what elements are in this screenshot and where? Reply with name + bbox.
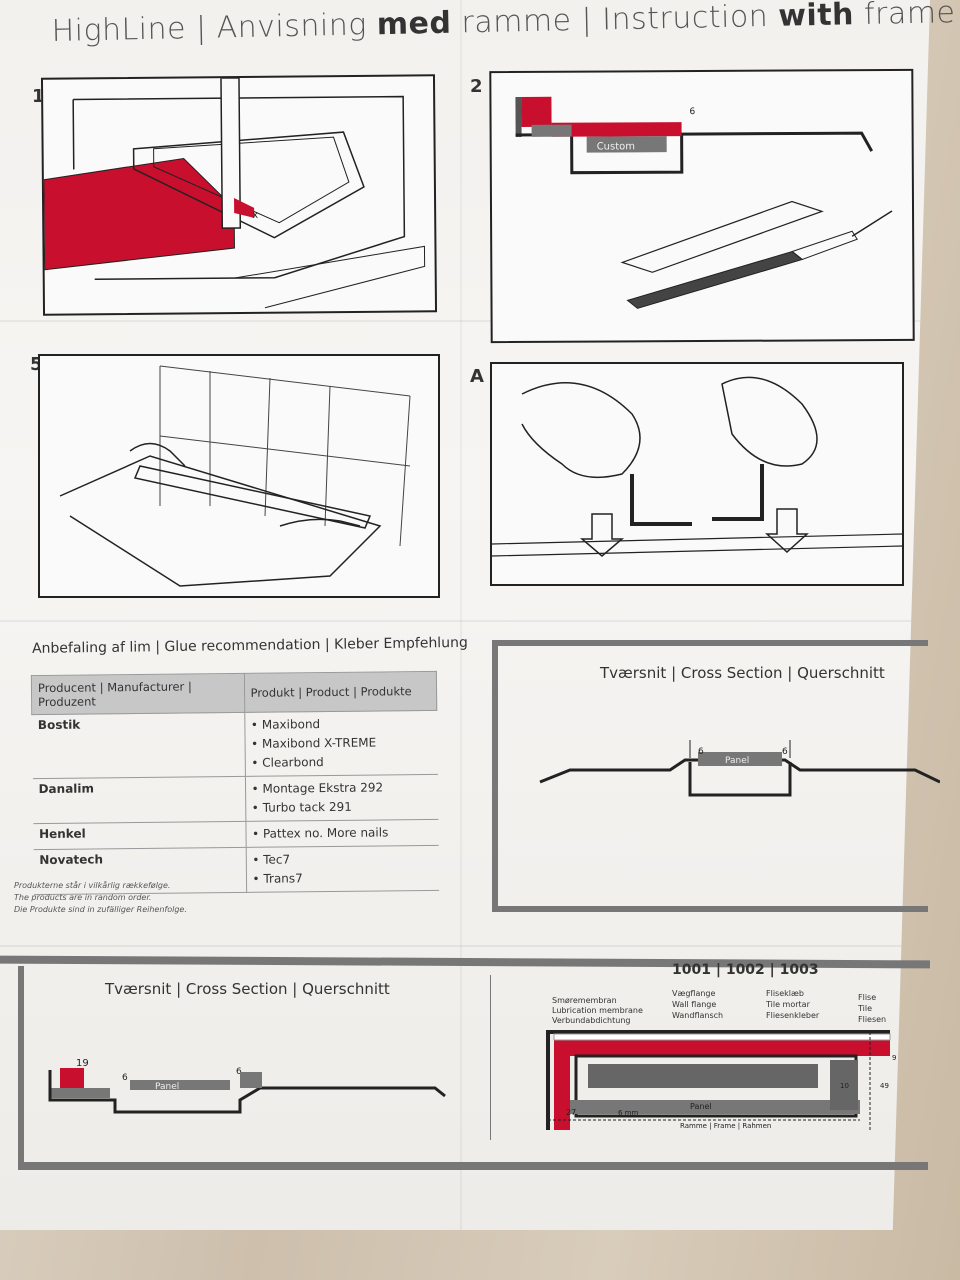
manufacturer-cell: Danalim	[32, 776, 246, 824]
glue-recommendation-table: Producent | Manufacturer | Produzent Pro…	[31, 671, 439, 895]
fold-line	[0, 320, 930, 322]
title-part: ramme | Instruction	[451, 0, 779, 41]
label-line: Vægflange	[672, 989, 716, 998]
fold-line	[0, 620, 930, 622]
dim-27: 27	[566, 1108, 576, 1117]
band-divider	[490, 975, 491, 1140]
products-cell: Montage Ekstra 292 Turbo tack 291	[244, 774, 438, 822]
dim-six: 6	[236, 1067, 242, 1077]
cross-section-title: Tværsnit | Cross Section | Querschnitt	[600, 664, 885, 682]
step-5-illustration	[38, 354, 440, 598]
panel-label: Panel	[725, 756, 749, 766]
step-1-illustration: x	[40, 74, 438, 316]
dim-9: 9	[892, 1054, 896, 1062]
detail-label-wall-flange: Vægflange Wall flange Wandflansch	[672, 988, 723, 1021]
product-item: Clearbond	[251, 752, 431, 773]
products-cell: Maxibond Maxibond X-TREME Clearbond	[244, 710, 438, 777]
band-left-stripe	[18, 966, 24, 1166]
step-a-illustration	[490, 362, 904, 586]
dim-left-six: 6	[698, 747, 704, 757]
dim-49: 49	[880, 1082, 889, 1090]
step-number-a: A	[470, 366, 484, 387]
note-line: Produkterne står i vilkårlig rækkefølge.	[14, 881, 171, 890]
step-a-drawing	[492, 376, 902, 557]
product-item: Pattex no. More nails	[252, 823, 432, 844]
product-item: Tec7	[252, 849, 432, 870]
manufacturer-cell: Henkel	[32, 821, 246, 850]
cross-section-drawing: Panel 6 6	[539, 740, 940, 797]
table-row: Danalim Montage Ekstra 292 Turbo tack 29…	[32, 774, 438, 824]
label-line: Verbundabdichtung	[552, 1016, 631, 1025]
dim-six: 6	[689, 107, 695, 117]
title-part: frame | A	[863, 0, 960, 32]
glue-header-manufacturer: Producent | Manufacturer | Produzent	[31, 673, 245, 715]
step-2-illustration: Custom 6	[489, 68, 915, 344]
dim-19: 19	[76, 1058, 89, 1069]
label-line: Tile mortar	[766, 1000, 810, 1009]
detail-label-tile-mortar: Fliseklæb Tile mortar Fliesenkleber	[766, 988, 819, 1021]
label-line: Flise	[858, 993, 877, 1002]
dim-six: 6	[122, 1073, 128, 1083]
cross-section-frame	[492, 640, 928, 912]
models-label: 1001 | 1002 | 1003	[672, 962, 819, 978]
svg-text:x: x	[252, 210, 258, 221]
title-bold-med: med	[376, 5, 452, 43]
title-part: HighLine | Anvisning	[51, 7, 378, 49]
detail-label-membrane: Smøremembran Lubrication membrane Verbun…	[552, 996, 643, 1026]
fold-line	[460, 0, 462, 1230]
bottom-cross-section-title: Tværsnit | Cross Section | Querschnitt	[105, 980, 390, 998]
step-5-drawing	[59, 365, 411, 587]
panel-label: Panel	[155, 1082, 179, 1092]
step-number-2: 2	[470, 76, 483, 97]
detail-label-tile: Flise Tile Fliesen	[858, 992, 886, 1025]
products-cell: Pattex no. More nails	[245, 819, 439, 848]
manufacturer-cell: Bostik	[31, 712, 245, 779]
custom-label: Custom	[597, 141, 635, 152]
detail-panel-label: Panel	[690, 1102, 712, 1111]
glue-table-header-row: Producent | Manufacturer | Produzent Pro…	[31, 671, 437, 715]
label-line: Fliesenkleber	[766, 1011, 820, 1020]
fold-line	[0, 945, 930, 947]
dim-right-six: 6	[782, 747, 788, 757]
table-row: Bostik Maxibond Maxibond X-TREME Clearbo…	[31, 710, 438, 779]
product-item: Maxibond	[251, 714, 431, 735]
label-line: Fliseklæb	[766, 989, 804, 998]
glue-notes: Produkterne står i vilkårlig rækkefølge.…	[14, 880, 314, 916]
label-line: Tile	[858, 1004, 873, 1013]
dim-10: 10	[840, 1082, 849, 1090]
dim-6mm: 6 mm	[618, 1109, 638, 1117]
product-item: Maxibond X-TREME	[251, 733, 431, 754]
label-line: Fliesen	[858, 1015, 887, 1024]
band-bottom-stripe	[18, 1162, 928, 1170]
glue-header-product: Produkt | Product | Produkte	[243, 671, 437, 713]
label-line: Smøremembran	[552, 996, 617, 1005]
product-item: Turbo tack 291	[252, 797, 432, 818]
detail-section-drawing: 27 6 mm Panel Ramme | Frame | Rahmen 10 …	[546, 1030, 896, 1130]
label-line: Wandflansch	[672, 1011, 724, 1020]
note-line: The products are in random order.	[14, 893, 152, 902]
note-line: Die Produkte sind in zufälliger Reihenfo…	[14, 905, 187, 914]
label-line: Wall flange	[672, 1000, 717, 1009]
bottom-cross-section-drawing: Panel 19 6 6	[48, 1058, 446, 1114]
step-1-drawing: x	[43, 77, 426, 309]
step-2-drawing: Custom 6	[515, 96, 893, 309]
detail-frame-label: Ramme | Frame | Rahmen	[680, 1122, 771, 1130]
product-item: Montage Ekstra 292	[251, 778, 431, 799]
label-line: Lubrication membrane	[552, 1006, 643, 1015]
title-bold-with: with	[777, 0, 855, 34]
